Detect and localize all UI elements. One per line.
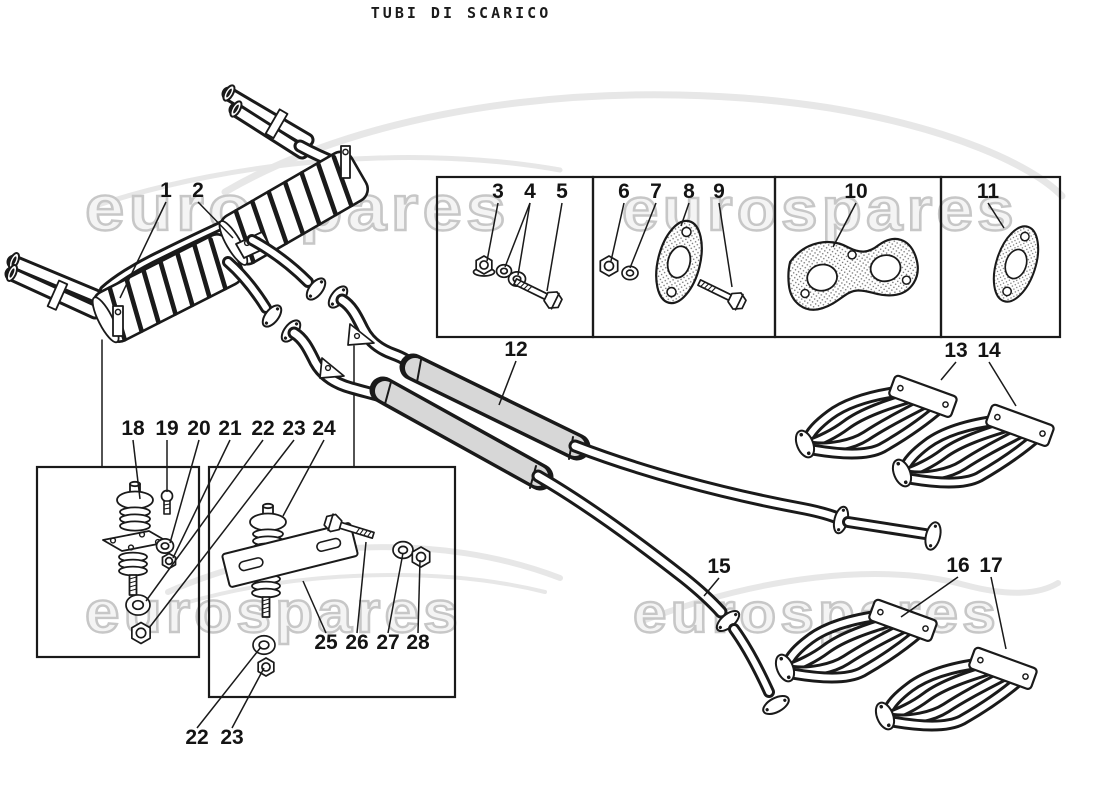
part-number-4: 4 [524, 180, 536, 203]
detail-panel [207, 465, 457, 699]
callout-leader-7 [629, 202, 657, 269]
part-number-23: 23 [220, 726, 243, 749]
callout-leader-17 [990, 576, 1007, 650]
part-number-16: 16 [946, 554, 969, 577]
hanger-bracket-right [340, 145, 351, 179]
part-number-25: 25 [314, 631, 338, 654]
callout-leader-3 [486, 202, 499, 262]
callout-leader-15 [703, 577, 720, 597]
part-number-3: 3 [492, 180, 504, 203]
callout-leader-8 [680, 202, 690, 227]
callout-leader-24 [282, 439, 325, 517]
part-number-23: 23 [282, 417, 305, 440]
callout-leader-1 [119, 201, 167, 299]
page-title: TUBI DI SCARICO [371, 4, 551, 22]
callout-leader-2 [197, 201, 234, 239]
callout-leader-18 [132, 439, 141, 500]
callout-leader-6 [610, 202, 625, 262]
part-number-26: 26 [345, 631, 368, 654]
callout-leader-21 [172, 439, 231, 559]
callout-leader-14 [988, 361, 1017, 407]
part-number-15: 15 [707, 555, 731, 578]
part-number-21: 21 [218, 417, 242, 440]
part-number-24: 24 [312, 417, 336, 440]
callout-leader-25 [302, 580, 327, 634]
callout-leader-4 [517, 202, 531, 276]
part-number-27: 27 [376, 631, 399, 654]
callout-leader-22 [196, 646, 262, 729]
lower-connecting-pipe [731, 626, 772, 695]
hardware-box-3-4-5 [474, 256, 565, 313]
callout-leader-13 [940, 361, 957, 381]
mount-box-right [221, 502, 430, 676]
part-number-28: 28 [406, 631, 430, 654]
silencer-right [214, 84, 373, 288]
part-number-18: 18 [121, 417, 145, 440]
hanger-bracket-left [112, 305, 124, 337]
support-bracket-25 [221, 522, 359, 588]
detail-panel [939, 175, 1062, 339]
callout-leader-28 [417, 559, 421, 634]
manifold-14 [889, 404, 1054, 489]
gasket-10 [787, 237, 919, 311]
callout-leader-23 [231, 667, 265, 729]
callout-leader-16 [900, 576, 959, 618]
callout-leader-20 [169, 439, 200, 544]
front-pipe-assembly [287, 293, 942, 716]
part-number-22: 22 [251, 417, 274, 440]
part-number-2: 2 [192, 179, 204, 202]
callout-leader-5 [546, 202, 563, 292]
callout-leader-11 [987, 202, 1005, 229]
part-number-1: 1 [160, 179, 172, 202]
part-number-9: 9 [713, 180, 725, 203]
part-number-20: 20 [187, 417, 210, 440]
callout-leader-27 [387, 552, 404, 634]
callout-leader-23 [148, 439, 295, 629]
part-number-8: 8 [683, 180, 695, 203]
part-number-11: 11 [977, 180, 1000, 203]
part-number-12: 12 [504, 338, 527, 361]
part-number-22: 22 [185, 726, 208, 749]
part-number-7: 7 [650, 180, 662, 203]
part-number-14: 14 [977, 339, 1001, 362]
callout-leader-12 [498, 360, 517, 406]
silencer-left [4, 230, 272, 347]
callout-leader-4 [504, 202, 531, 268]
part-number-10: 10 [844, 180, 867, 203]
part-number-13: 13 [944, 339, 967, 362]
part-number-5: 5 [556, 180, 568, 203]
detail-panels [35, 175, 1062, 699]
callout-leader-10 [832, 202, 857, 248]
manifold-17 [872, 647, 1037, 732]
part-number-17: 17 [979, 554, 1002, 577]
part-number-19: 19 [155, 417, 178, 440]
callout-leader-26 [356, 541, 367, 634]
callout-leader-22 [145, 439, 264, 602]
callout-leader-9 [718, 202, 733, 288]
exhaust-line-art [4, 84, 1055, 732]
manifold-13 [792, 375, 957, 460]
part-number-6: 6 [618, 180, 630, 203]
